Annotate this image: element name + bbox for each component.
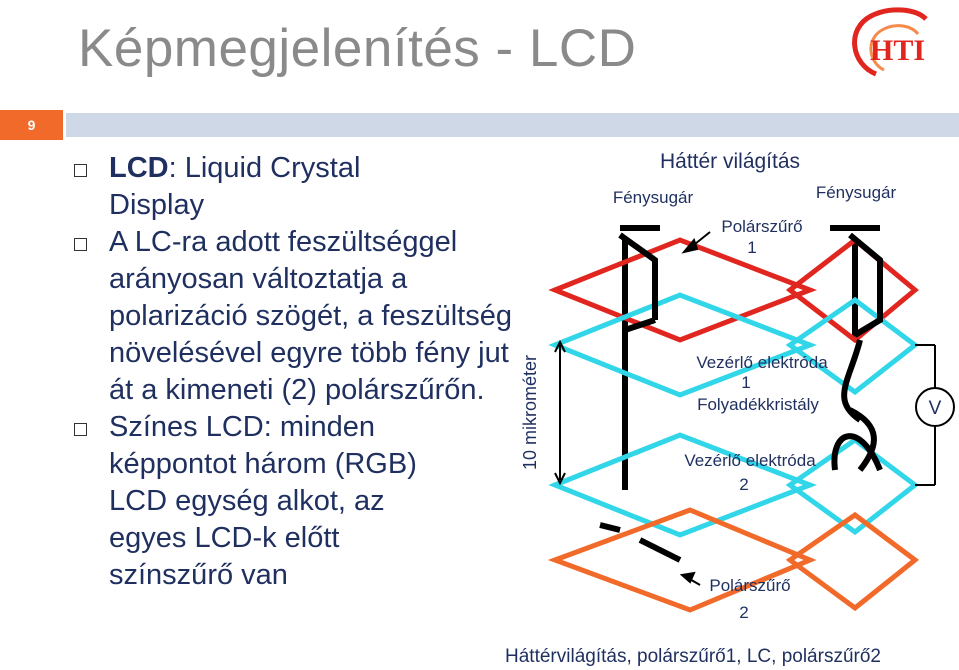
electrode1-label: Vezérlő elektróda — [696, 353, 828, 372]
light-ray-left — [599, 225, 682, 563]
liquid-crystal-label: Folyadékkristály — [697, 395, 819, 414]
light-ray-right — [830, 225, 883, 472]
light-right-label: Fénysugár — [816, 183, 897, 202]
bullet-bold: LCD — [109, 152, 169, 184]
bullet-item: Színes LCD: minden képpontot három (RGB)… — [74, 409, 544, 594]
polarizer2-plane-right — [785, 511, 920, 612]
polarizer2-plane — [547, 507, 817, 613]
scale-arrow — [554, 339, 566, 486]
polarizer2-number: 2 — [739, 603, 748, 622]
electrode1-plane — [548, 292, 817, 398]
bullet-text: : Liquid Crystal Display — [109, 152, 361, 221]
label-arrows — [679, 231, 711, 586]
voltage-source-icon — [915, 387, 955, 427]
slide-title: Képmegjelenítés - LCD — [78, 19, 637, 78]
polarizer1-plane — [548, 237, 817, 343]
voltage-label: V — [929, 398, 942, 419]
polarizer1-number: 1 — [747, 238, 756, 257]
scale-label: 10 mikrométer — [520, 355, 540, 470]
electrode2-label: Vezérlő elektróda — [684, 451, 816, 470]
voltage-circuit — [915, 344, 936, 486]
bullet-item: A LC-ra adott feszültséggel arányosan vá… — [74, 224, 544, 409]
svg-text:HTI: HTI — [870, 34, 925, 67]
polarizer2-label: Polárszűrő — [709, 576, 790, 595]
polarizer1-label: Polárszűrő — [721, 217, 802, 236]
bullet-list: LCD: Liquid Crystal Display A LC-ra adot… — [74, 150, 544, 594]
bullet-text: A LC-ra adott feszültséggel arányosan vá… — [109, 226, 512, 406]
bullet-box-icon — [74, 164, 87, 177]
polarizer1-plane-right — [785, 236, 919, 344]
diagram-caption: Háttérvilágítás, polárszűrő1, LC, polárs… — [505, 646, 881, 667]
bullet-text: Színes LCD: minden képpontot három (RGB)… — [109, 411, 417, 591]
heading-label: Háttér világítás — [660, 150, 800, 173]
header-bar — [66, 113, 959, 137]
bullet-item: LCD: Liquid Crystal Display — [74, 150, 544, 224]
slide-number: 9 — [0, 110, 63, 140]
electrode2-plane — [548, 432, 817, 538]
electrode1-number: 1 — [741, 373, 750, 392]
light-left-label: Fénysugár — [613, 188, 694, 207]
bullet-box-icon — [74, 238, 87, 251]
electrode2-number: 2 — [739, 475, 748, 494]
bullet-box-icon — [74, 423, 87, 436]
hti-logo: HTI — [852, 7, 928, 77]
